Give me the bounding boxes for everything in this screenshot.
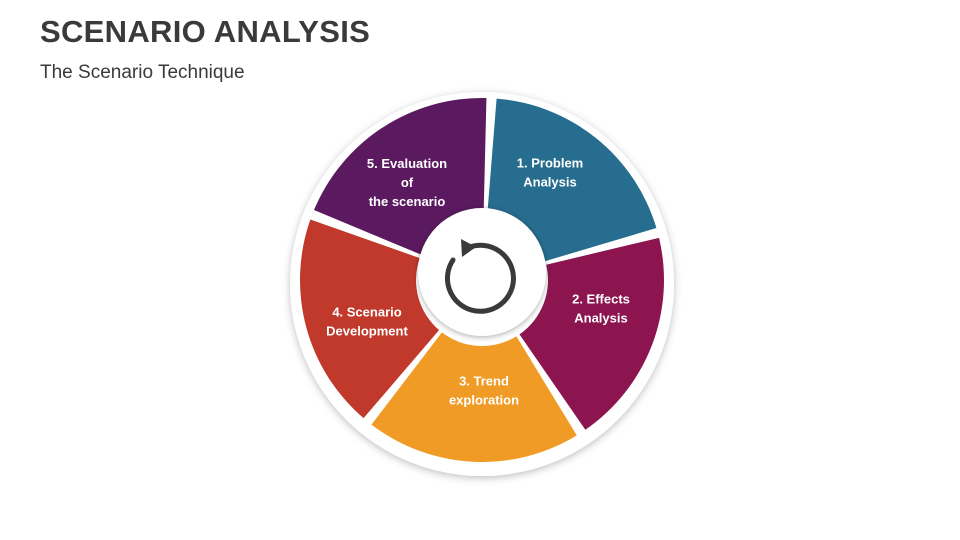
segment-1-label-line: Analysis bbox=[523, 175, 576, 190]
segment-4 bbox=[300, 219, 440, 419]
segment-2 bbox=[519, 237, 664, 430]
segment-1 bbox=[487, 98, 657, 262]
segment-3 bbox=[371, 332, 577, 462]
segment-3-label-line: exploration bbox=[449, 393, 519, 408]
segment-4-label-line: 4. Scenario bbox=[332, 305, 401, 320]
segment-3-label: 3. Trend exploration bbox=[449, 374, 519, 408]
segment-5-label-line: of bbox=[401, 175, 414, 190]
segment-5 bbox=[313, 98, 487, 255]
page-subtitle: The Scenario Technique bbox=[40, 62, 245, 83]
segment-2-label-line: 2. Effects bbox=[572, 292, 630, 307]
center-hub bbox=[418, 208, 546, 336]
segment-5-label-line: 5. Evaluation bbox=[367, 156, 447, 171]
segment-1-label-line: 1. Problem bbox=[517, 156, 583, 171]
segment-4-label-line: Development bbox=[326, 324, 408, 339]
segment-2-label-line: Analysis bbox=[574, 311, 627, 326]
cycle-arrow-icon bbox=[444, 239, 516, 314]
segments-group bbox=[300, 98, 664, 462]
segment-3-label-line: 3. Trend bbox=[459, 374, 509, 389]
segment-5-label-line: the scenario bbox=[369, 194, 446, 209]
segment-5-label: 5. Evaluation of the scenario bbox=[367, 156, 447, 209]
page-title: SCENARIO ANALYSIS bbox=[40, 14, 371, 49]
